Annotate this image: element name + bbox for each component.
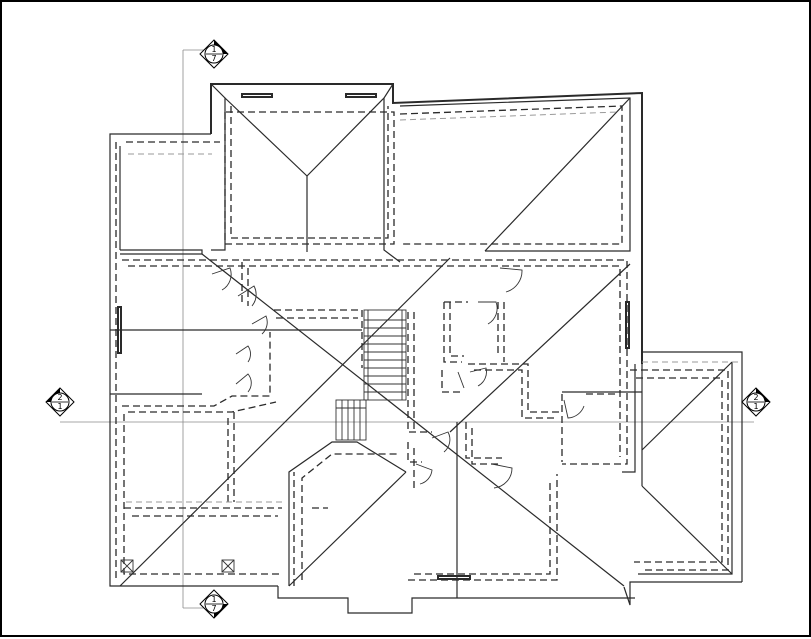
window bbox=[437, 575, 471, 580]
section-cut-lines bbox=[60, 49, 754, 609]
door-swing bbox=[251, 315, 268, 335]
section-marker-left: 2 1 bbox=[45, 387, 75, 417]
window bbox=[345, 93, 377, 98]
door-swing bbox=[469, 367, 487, 387]
column-posts bbox=[120, 559, 235, 573]
door-swing bbox=[491, 463, 513, 489]
door-swing bbox=[237, 285, 257, 307]
interior-walls bbox=[227, 262, 618, 509]
door-swing bbox=[499, 267, 523, 293]
section-sheet: 1 bbox=[753, 402, 758, 411]
door-swing bbox=[478, 301, 498, 325]
door-swing bbox=[235, 345, 251, 363]
section-marker-bottom: 1 7 bbox=[199, 589, 229, 619]
section-number: 2 bbox=[57, 393, 62, 402]
windows bbox=[117, 93, 630, 580]
exterior-walls-dashed bbox=[115, 105, 729, 586]
door-swing bbox=[431, 431, 451, 453]
window bbox=[241, 93, 273, 98]
hidden-lines bbox=[126, 111, 738, 503]
door-swing bbox=[235, 373, 252, 393]
section-number: 1 bbox=[211, 45, 216, 54]
window bbox=[117, 306, 122, 354]
roof-outline bbox=[109, 83, 743, 614]
staircase-lower bbox=[335, 399, 367, 441]
section-marker-top: 1 7 bbox=[199, 39, 229, 69]
staircase-upper bbox=[363, 309, 407, 401]
window bbox=[625, 301, 630, 349]
section-marker-right: 2 1 bbox=[741, 387, 771, 417]
section-sheet: 7 bbox=[211, 604, 216, 613]
post bbox=[221, 559, 235, 573]
section-sheet: 7 bbox=[211, 54, 216, 63]
post bbox=[120, 559, 134, 573]
hip-ridge-lines bbox=[110, 97, 733, 598]
door-swing bbox=[211, 267, 232, 291]
door-swing bbox=[415, 463, 433, 485]
section-number: 1 bbox=[211, 595, 216, 604]
door-swing bbox=[563, 399, 585, 419]
section-sheet: 1 bbox=[57, 402, 62, 411]
section-number: 2 bbox=[753, 393, 758, 402]
door-swings bbox=[211, 267, 585, 489]
